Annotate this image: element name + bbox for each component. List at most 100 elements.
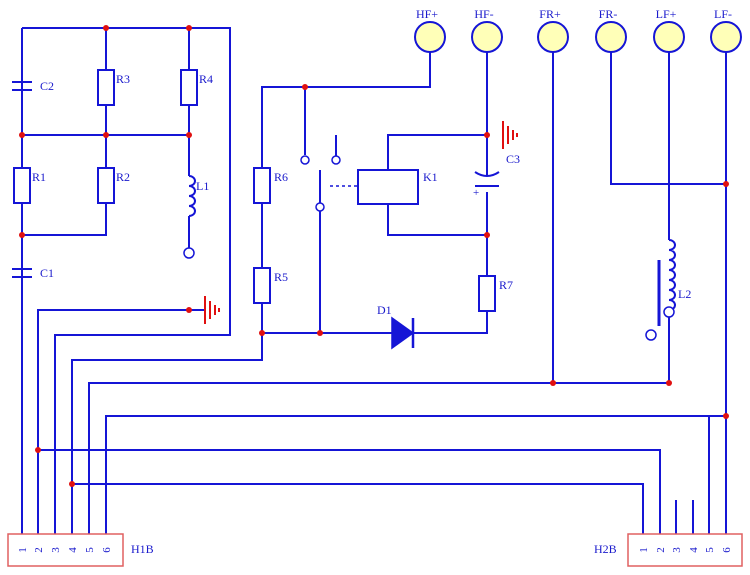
junction-dot <box>302 84 308 90</box>
resistor-r4: R4 <box>180 69 213 106</box>
inductor-l2: L2 <box>663 239 691 318</box>
junction-dot <box>186 25 192 31</box>
junction-dot <box>666 380 672 386</box>
connector-pin-label: 1 <box>17 547 29 553</box>
resistor-label: R5 <box>274 270 288 284</box>
wires <box>21 27 727 537</box>
resistor-body <box>97 167 115 204</box>
capacitor-polarity-mark: + <box>473 187 479 199</box>
capacitor-label: C2 <box>40 79 54 93</box>
diode-d1: D1 <box>377 303 415 350</box>
inductor-terminal <box>663 306 675 318</box>
wire <box>387 134 487 156</box>
wire <box>105 415 726 537</box>
wire <box>72 483 644 537</box>
connector-pin-label: 2 <box>33 547 45 553</box>
inductor-core <box>645 260 661 341</box>
connector-pin-label: 2 <box>655 547 667 553</box>
resistor-body <box>253 167 271 204</box>
speaker-circle <box>471 21 503 53</box>
resistor-body <box>97 69 115 106</box>
wire <box>71 302 263 537</box>
speaker-circle <box>595 21 627 53</box>
speaker-circle <box>653 21 685 53</box>
relay-k1: K1 <box>330 156 438 208</box>
junction-dot <box>103 132 109 138</box>
connector-pin-label: 6 <box>721 547 733 553</box>
junction-dot <box>723 413 729 419</box>
speaker-lf-minus: LF- <box>710 7 742 53</box>
inductor-coil <box>188 175 196 217</box>
relay-label: K1 <box>423 170 438 184</box>
wire-fr-minus <box>610 52 726 185</box>
capacitor-c3: C3 + <box>473 152 520 199</box>
inductor-terminal <box>645 329 657 341</box>
resistor-label: R4 <box>199 72 213 86</box>
connector-pin-label: 1 <box>638 547 650 553</box>
relay-switch <box>300 135 341 212</box>
resistor-body <box>253 267 271 304</box>
speaker-circle <box>414 21 446 53</box>
wire <box>387 208 488 276</box>
resistor-r6: R6 <box>253 167 288 204</box>
speaker-label: FR+ <box>539 7 561 21</box>
speaker-lf-minusplus: LF+ <box>653 7 685 53</box>
speaker-label: HF- <box>474 7 493 21</box>
resistor-r2: R2 <box>97 167 130 204</box>
connector-pin-label: 4 <box>67 547 79 553</box>
junction-dot <box>19 232 25 238</box>
ground-symbol <box>204 296 220 324</box>
junction-dot <box>317 330 323 336</box>
ground-symbol <box>502 121 518 149</box>
resistor-r1: R1 <box>13 167 46 204</box>
wire <box>413 310 488 334</box>
capacitor-label: C1 <box>40 266 54 280</box>
junction-dot <box>103 25 109 31</box>
junction-dot <box>550 380 556 386</box>
inductor-l1: L1 <box>183 175 209 259</box>
resistor-body <box>478 275 496 312</box>
speaker-hf-minus: HF- <box>471 7 503 53</box>
wire <box>553 312 670 384</box>
resistor-label: R3 <box>116 72 130 86</box>
capacitor-plate <box>474 171 500 177</box>
junction-dot <box>35 447 41 453</box>
speaker-label: LF- <box>714 7 732 21</box>
junction-dot <box>186 307 192 313</box>
speaker-hf-minusplus: HF+ <box>414 7 446 53</box>
junction-dot <box>259 330 265 336</box>
relay-coil <box>357 169 419 205</box>
inductor-label: L2 <box>678 287 691 301</box>
speaker-label: FR- <box>599 7 618 21</box>
wire <box>38 449 661 537</box>
capacitor-label: C3 <box>506 152 520 166</box>
speaker-fr-minusplus: FR+ <box>537 7 569 53</box>
connector-pin-label: 3 <box>671 547 683 553</box>
junction-dot <box>723 181 729 187</box>
wire-fr-plus <box>88 52 554 537</box>
connector-pin-label: 4 <box>688 547 700 553</box>
resistor-r5: R5 <box>253 267 288 304</box>
connector-label: H1B <box>131 542 154 556</box>
speaker-circle <box>710 21 742 53</box>
capacitor-c2: C2 <box>12 79 54 93</box>
switch-contact <box>331 155 341 165</box>
resistor-label: R1 <box>32 170 46 184</box>
resistor-label: R6 <box>274 170 288 184</box>
junction-dot <box>484 132 490 138</box>
inductor-terminal <box>183 247 195 259</box>
junction-dot <box>19 132 25 138</box>
diode-body <box>391 316 415 350</box>
speaker-label: LF+ <box>656 7 677 21</box>
diode-label: D1 <box>377 303 392 317</box>
speaker-fr-minus: FR- <box>595 7 627 53</box>
capacitor-c1: C1 <box>12 266 54 280</box>
connector-body <box>627 533 743 567</box>
speaker-circle <box>537 21 569 53</box>
resistor-label: R7 <box>499 278 513 292</box>
wire <box>22 202 107 236</box>
connector-label: H2B <box>594 542 617 556</box>
